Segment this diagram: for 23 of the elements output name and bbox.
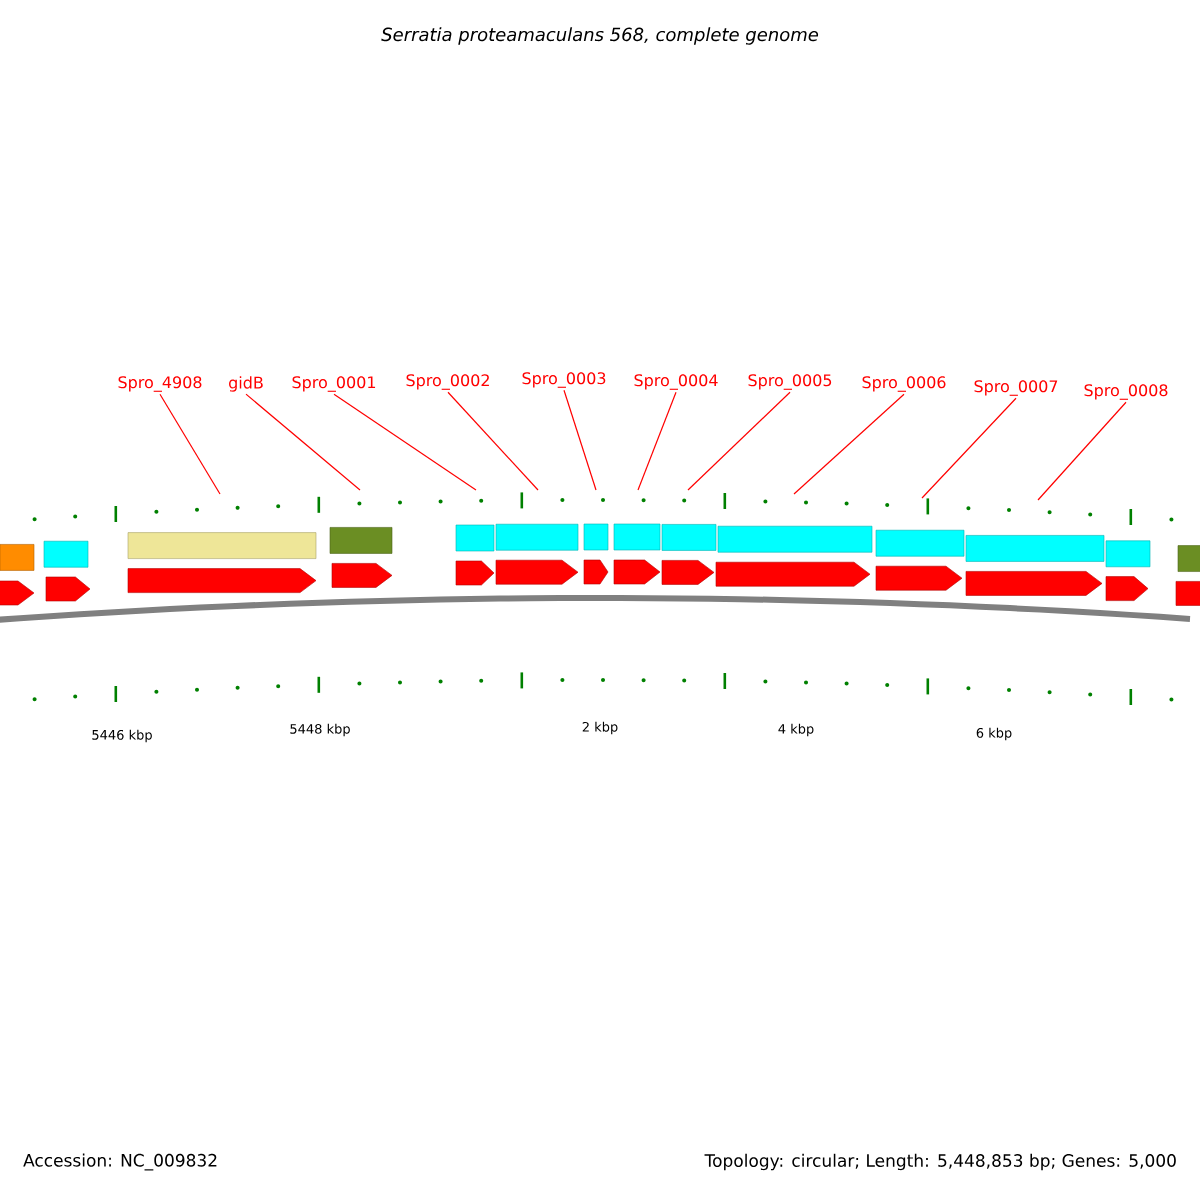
gene-label: gidB (229, 376, 263, 392)
gene-label: Spro_0008 (1084, 384, 1168, 400)
accession-text: Accession: NC_009832 (23, 1153, 217, 1171)
leader-line (921, 397, 1017, 499)
gene-label: Spro_0001 (292, 376, 376, 392)
genome-summary-text: Topology: circular; Length: 5,448,853 bp; Genes: 5,000 (704, 1153, 1176, 1171)
gene-label: Spro_0003 (522, 372, 606, 388)
gene-label: Spro_0005 (748, 374, 832, 390)
gene-label: Spro_0002 (406, 374, 489, 390)
leader-line (637, 391, 677, 491)
leader-line (1037, 401, 1127, 501)
leader-line (447, 391, 539, 491)
gene-label: Spro_0006 (862, 376, 946, 392)
leader-line (245, 393, 361, 491)
leader-line (687, 391, 791, 491)
gene-label: Spro_0004 (634, 374, 718, 390)
leader-line (333, 393, 477, 491)
leader-line (793, 393, 905, 495)
gene-label: Spro_4908 (118, 376, 202, 392)
leader-line (563, 389, 597, 491)
leader-line (159, 393, 221, 495)
title: Serratia proteamaculans 568, complete genome (381, 27, 819, 45)
gene-label: Spro_0007 (974, 380, 1058, 396)
